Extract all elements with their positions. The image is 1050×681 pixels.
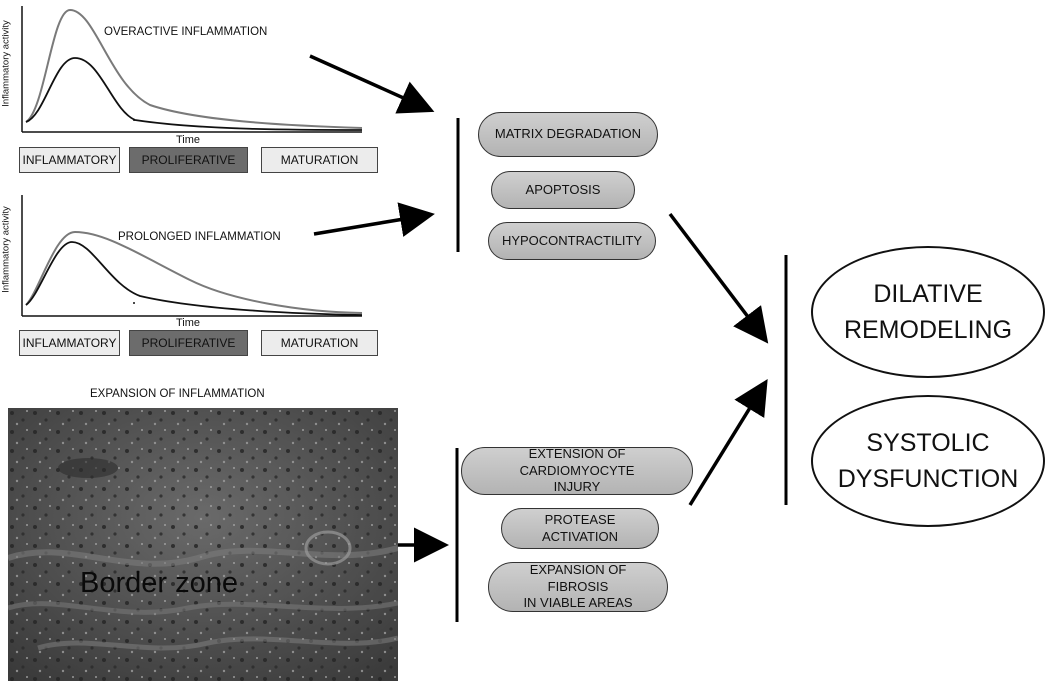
outcome-systolic-dysfunction: SYSTOLIC DYSFUNCTION bbox=[811, 395, 1045, 527]
arrow-upper-to-outcome bbox=[668, 212, 769, 344]
histology-title: EXPANSION OF INFLAMMATION bbox=[90, 388, 265, 400]
y-axis-label: Inflammatory activity bbox=[0, 20, 12, 107]
outcome-line: REMODELING bbox=[843, 316, 1013, 344]
outer-curve bbox=[25, 8, 363, 129]
outcome-line: DYSFUNCTION bbox=[837, 465, 1019, 493]
dot-marker bbox=[133, 119, 135, 121]
pill-line: INJURY bbox=[553, 479, 601, 495]
arrow-prolonged bbox=[313, 202, 435, 237]
phase-maturation: MATURATION bbox=[261, 147, 378, 173]
overactive-panel bbox=[21, 6, 363, 133]
y-axis-label: Inflammatory activity bbox=[0, 206, 12, 293]
pill-line: PROTEASE ACTIVATION bbox=[541, 511, 619, 544]
dot-marker bbox=[133, 302, 135, 304]
phase-inflammatory: INFLAMMATORY bbox=[19, 330, 120, 356]
pill-line: EXTENSION OF CARDIOMYOCYTE bbox=[519, 445, 635, 478]
histology-label: Border zone bbox=[80, 567, 238, 599]
x-axis-label: Time bbox=[176, 317, 201, 329]
outer-curve bbox=[25, 230, 363, 314]
inner-curve bbox=[25, 241, 363, 316]
arrow-overactive bbox=[309, 54, 435, 114]
effect-protease-activation: PROTEASE ACTIVATION bbox=[501, 508, 659, 549]
outcome-dilative-remodeling: DILATIVE REMODELING bbox=[811, 246, 1045, 378]
phase-proliferative: PROLIFERATIVE bbox=[129, 330, 248, 356]
prolonged-panel bbox=[21, 195, 363, 317]
effect-apoptosis: APOPTOSIS bbox=[491, 171, 635, 209]
histology-image bbox=[8, 408, 398, 681]
phase-proliferative: PROLIFERATIVE bbox=[129, 147, 248, 173]
phase-maturation: MATURATION bbox=[261, 330, 378, 356]
effect-fibrosis-expansion: EXPANSION OF FIBROSIS IN VIABLE AREAS bbox=[488, 562, 668, 612]
pill-line: IN VIABLE AREAS bbox=[523, 595, 633, 611]
outcome-line: SYSTOLIC bbox=[866, 428, 990, 457]
panel-title: OVERACTIVE INFLAMMATION bbox=[104, 26, 268, 38]
pill-line: EXPANSION OF FIBROSIS bbox=[529, 561, 627, 594]
effect-cardiomyocyte-injury: EXTENSION OF CARDIOMYOCYTE INJURY bbox=[461, 445, 693, 495]
outcome-line: DILATIVE bbox=[873, 279, 983, 308]
arrow-lower-to-outcome bbox=[688, 379, 768, 506]
effect-hypocontractility: HYPOCONTRACTILITY bbox=[488, 222, 656, 260]
effect-matrix-degradation: MATRIX DEGRADATION bbox=[478, 112, 658, 157]
x-axis-label: Time bbox=[176, 134, 201, 146]
panel-title: PROLONGED INFLAMMATION bbox=[118, 231, 281, 243]
inner-curve bbox=[25, 57, 363, 131]
phase-inflammatory: INFLAMMATORY bbox=[19, 147, 120, 173]
